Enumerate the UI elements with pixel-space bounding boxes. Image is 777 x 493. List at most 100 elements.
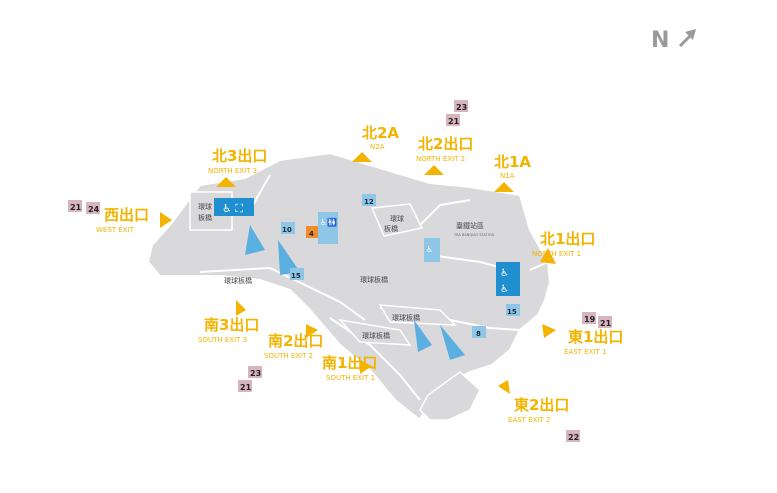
compass-label: N	[651, 28, 669, 53]
svg-text:東1出口: 東1出口	[568, 328, 623, 346]
exit-north-1[interactable]: 北1出口 NORTH EXIT 1	[532, 230, 595, 264]
arrow-up-icon	[494, 182, 514, 192]
bus-badges: 23 21 21 24 19 21 23 21 22	[68, 100, 612, 442]
facilities: ♿ ⛶ ♿ ♿ ♿🚻 ♿	[214, 198, 520, 360]
tra-station-label: 臺鐵站區	[456, 221, 484, 230]
svg-text:北3出口: 北3出口	[212, 147, 267, 165]
svg-text:8: 8	[476, 330, 481, 338]
svg-text:♿: ♿	[426, 245, 433, 254]
svg-text:15: 15	[507, 308, 517, 316]
exit-south-3[interactable]: 南3出口 SOUTH EXIT 3	[198, 300, 259, 344]
restroom-icon	[318, 212, 338, 244]
svg-text:21: 21	[448, 117, 460, 126]
svg-text:SOUTH EXIT 3: SOUTH EXIT 3	[198, 336, 247, 344]
svg-text:西出口: 西出口	[104, 206, 149, 224]
arrow-up-icon	[424, 165, 444, 175]
badge-23-south	[248, 366, 262, 378]
ring-west-label-1: 環球	[198, 202, 212, 211]
svg-text:南3出口: 南3出口	[204, 316, 259, 334]
marker-10	[281, 222, 295, 234]
svg-text:NORTH EXIT 1: NORTH EXIT 1	[532, 250, 581, 258]
svg-text:24: 24	[88, 205, 100, 214]
svg-text:19: 19	[584, 315, 596, 324]
svg-text:15: 15	[291, 272, 301, 280]
ring-se-label: 環球板橋	[392, 313, 420, 322]
svg-text:南1出口: 南1出口	[322, 354, 377, 372]
svg-text:北2出口: 北2出口	[418, 135, 473, 153]
exit-north-2a[interactable]: 北2A N2A	[352, 124, 399, 162]
escalator-icon-4	[440, 325, 465, 360]
arrow-up-icon	[540, 248, 556, 264]
svg-text:南2出口: 南2出口	[268, 332, 323, 350]
badge-21-east	[598, 316, 612, 328]
arrow-right-icon	[542, 324, 556, 338]
svg-text:北2A: 北2A	[362, 124, 399, 142]
svg-text:♿🚻: ♿🚻	[320, 217, 337, 227]
arrow-up-icon	[216, 177, 236, 187]
svg-text:EAST EXIT 1: EAST EXIT 1	[564, 348, 606, 356]
ring-sw-label: 環球板橋	[224, 276, 252, 285]
area-labels: 環球 板橋 環球 板橋 臺鐵站區 TRA BANQIAO STATION 環球板…	[198, 202, 494, 340]
badge-21-south	[238, 380, 252, 392]
svg-text:23: 23	[456, 103, 467, 112]
arrow-down-icon	[236, 300, 246, 316]
marker-15-east	[506, 304, 520, 316]
svg-text:♿: ♿	[500, 284, 509, 295]
svg-text:♿ ⛶: ♿ ⛶	[222, 202, 243, 215]
exit-south-2[interactable]: 南2出口 SOUTH EXIT 2	[264, 324, 323, 360]
svg-text:21: 21	[600, 319, 612, 328]
arrow-down-icon	[360, 360, 372, 374]
arrow-right-icon	[498, 380, 510, 394]
escalator-icon-1	[245, 225, 265, 255]
svg-text:12: 12	[364, 198, 374, 206]
accessible-toilet-icon	[214, 198, 254, 216]
badge-19-east	[582, 312, 596, 324]
svg-text:21: 21	[70, 203, 82, 212]
svg-text:北1A: 北1A	[494, 153, 531, 171]
svg-text:SOUTH EXIT 2: SOUTH EXIT 2	[264, 352, 313, 360]
ring-center-block	[370, 203, 424, 237]
exit-west[interactable]: 西出口 WEST EXIT	[96, 206, 172, 234]
north-arrow-icon	[678, 29, 696, 48]
tra-station-sub: TRA BANQIAO STATION	[453, 233, 494, 237]
svg-text:10: 10	[282, 226, 292, 234]
svg-text:SOUTH EXIT 1: SOUTH EXIT 1	[326, 374, 375, 382]
exit-east-1[interactable]: 東1出口 EAST EXIT 1	[542, 324, 623, 356]
badge-24-west	[86, 202, 100, 214]
exit-north-3[interactable]: 北3出口 NORTH EXIT 3	[208, 147, 267, 187]
number-markers: 12 10 4 15 15 8	[281, 194, 520, 338]
ring-south-label: 環球板橋	[362, 331, 390, 340]
ring-main-label: 環球板橋	[360, 275, 388, 284]
svg-text:23: 23	[250, 369, 261, 378]
svg-text:東2出口: 東2出口	[514, 396, 569, 414]
svg-text:WEST EXIT: WEST EXIT	[96, 226, 135, 234]
arrow-left-icon	[160, 212, 172, 228]
ring-center-label-2: 板橋	[384, 224, 398, 233]
ring-west-label-2: 板橋	[198, 213, 212, 222]
svg-text:NORTH EXIT 3: NORTH EXIT 3	[208, 167, 257, 175]
badge-21-west	[68, 200, 82, 212]
exit-south-1[interactable]: 南1出口 SOUTH EXIT 1	[322, 354, 377, 382]
marker-15-west	[290, 268, 304, 280]
svg-text:♿: ♿	[500, 268, 509, 279]
accessible-elevator-icon	[496, 262, 520, 296]
svg-text:N2A: N2A	[370, 143, 385, 151]
svg-text:21: 21	[240, 383, 252, 392]
exit-north-2[interactable]: 北2出口 NORTH EXIT 2	[416, 135, 473, 175]
badge-23-top	[454, 100, 468, 112]
svg-text:22: 22	[568, 433, 579, 442]
marker-8	[472, 326, 486, 338]
ring-center-label-1: 環球	[390, 214, 404, 223]
exit-north-1a[interactable]: 北1A N1A	[494, 153, 531, 192]
escalator-icon-3	[414, 320, 432, 352]
marker-12	[362, 194, 376, 206]
svg-text:EAST EXIT 2: EAST EXIT 2	[508, 416, 550, 424]
svg-text:4: 4	[309, 230, 314, 238]
exit-east-2[interactable]: 東2出口 EAST EXIT 2	[498, 380, 569, 424]
badge-22-east2	[566, 430, 580, 442]
svg-text:NORTH EXIT 2: NORTH EXIT 2	[416, 155, 465, 163]
arrow-up-icon	[352, 152, 372, 162]
marker-4	[306, 226, 318, 238]
badge-21-top	[446, 114, 460, 126]
